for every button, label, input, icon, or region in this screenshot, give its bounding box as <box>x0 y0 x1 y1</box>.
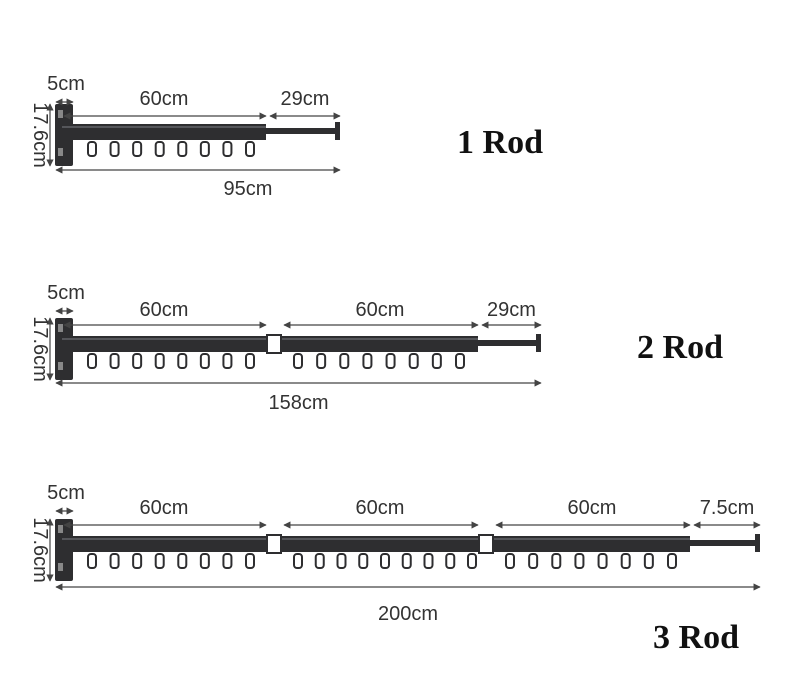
bracket-screw-hole <box>58 324 63 332</box>
configuration-title: 1 Rod <box>457 124 543 161</box>
height-label: 17.6cm <box>29 517 51 583</box>
bracket-width-label: 5cm <box>47 482 85 504</box>
configuration-title: 3 Rod <box>653 619 739 656</box>
hanger-hook <box>177 553 188 569</box>
end-cap <box>536 334 541 352</box>
height-label: 17.6cm <box>29 316 51 382</box>
hanger-hook <box>401 553 412 569</box>
bracket-screw-hole <box>58 563 63 571</box>
total-length-label: 200cm <box>378 603 438 625</box>
rack-config-2 <box>46 307 542 387</box>
hanger-hook <box>177 353 188 369</box>
hanger-hook <box>154 353 165 369</box>
rod-length-label: 60cm <box>140 497 189 519</box>
hanger-hook <box>339 353 350 369</box>
height-label: 17.6cm <box>29 102 51 168</box>
hanger-hook <box>431 353 442 369</box>
hanger-hook <box>154 141 165 157</box>
rod-length-label: 60cm <box>140 88 189 110</box>
rod-highlight <box>282 338 478 340</box>
hanger-hook <box>293 353 303 369</box>
rod-connector <box>478 534 494 554</box>
hanger-hook <box>199 553 210 569</box>
hanger-hook <box>132 553 143 569</box>
rod-length-label: 60cm <box>356 299 405 321</box>
extension-rod <box>266 128 336 134</box>
rod-highlight <box>62 126 266 128</box>
hanger-hook <box>505 553 515 569</box>
hanger-hook <box>620 553 631 569</box>
hanger-hook <box>455 353 465 369</box>
bracket-screw-hole <box>58 525 63 533</box>
hanger-hook <box>87 353 97 369</box>
hanger-hook <box>362 353 373 369</box>
rod-connector <box>266 534 282 554</box>
rod-highlight <box>494 538 690 540</box>
hanger-hook <box>245 141 255 157</box>
hanger-hook <box>528 553 539 569</box>
extension-length-label: 7.5cm <box>700 497 754 519</box>
hanger-hook <box>385 353 396 369</box>
hanger-hook <box>222 553 233 569</box>
hanger-hook <box>87 141 97 157</box>
hanger-hook <box>314 553 325 569</box>
hanger-hook <box>467 553 477 569</box>
hanger-hook <box>667 553 677 569</box>
hanger-hook <box>293 553 303 569</box>
hanger-hook <box>132 353 143 369</box>
extension-rod <box>478 340 537 346</box>
rod-highlight <box>62 338 266 340</box>
rod-length-label: 60cm <box>356 497 405 519</box>
hanger-hook <box>380 553 390 569</box>
rod-length-label: 60cm <box>568 497 617 519</box>
hanger-hook <box>109 141 120 157</box>
hanger-hook <box>109 353 120 369</box>
hanger-hook <box>336 553 347 569</box>
hanger-hook <box>316 353 327 369</box>
hanger-hook <box>222 353 233 369</box>
total-length-label: 158cm <box>268 392 328 414</box>
hanger-hook <box>132 141 143 157</box>
rod-highlight <box>62 538 266 540</box>
extension-rod <box>690 540 756 546</box>
hanger-hook <box>408 353 419 369</box>
hanger-hook <box>87 553 97 569</box>
rod-highlight <box>282 538 478 540</box>
hanger-hook <box>423 553 434 569</box>
hanger-hook <box>109 553 120 569</box>
hanger-hook <box>445 553 456 569</box>
hanger-hook <box>245 553 255 569</box>
configuration-title: 2 Rod <box>637 329 723 366</box>
rod-length-label: 60cm <box>140 299 189 321</box>
end-cap <box>335 122 340 140</box>
rod-connector <box>266 334 282 354</box>
rack-config-3 <box>46 507 761 591</box>
extension-length-label: 29cm <box>487 299 536 321</box>
end-cap <box>755 534 760 552</box>
bracket-width-label: 5cm <box>47 73 85 95</box>
hanger-hook <box>177 141 188 157</box>
bracket-screw-hole <box>58 148 63 156</box>
hanger-hook <box>199 353 210 369</box>
rack-config-1 <box>46 98 341 174</box>
total-length-label: 95cm <box>224 178 273 200</box>
bracket-screw-hole <box>58 110 63 118</box>
hanger-hook <box>222 141 233 157</box>
hanger-hook <box>551 553 562 569</box>
hanger-hook <box>358 553 369 569</box>
hanger-hook <box>245 353 255 369</box>
hanger-hook <box>643 553 654 569</box>
bracket-screw-hole <box>58 362 63 370</box>
hanger-hook <box>574 553 585 569</box>
bracket-width-label: 5cm <box>47 282 85 304</box>
hanger-hook <box>199 141 210 157</box>
extension-length-label: 29cm <box>281 88 330 110</box>
hanger-hook <box>154 553 165 569</box>
hanger-hook <box>597 553 608 569</box>
